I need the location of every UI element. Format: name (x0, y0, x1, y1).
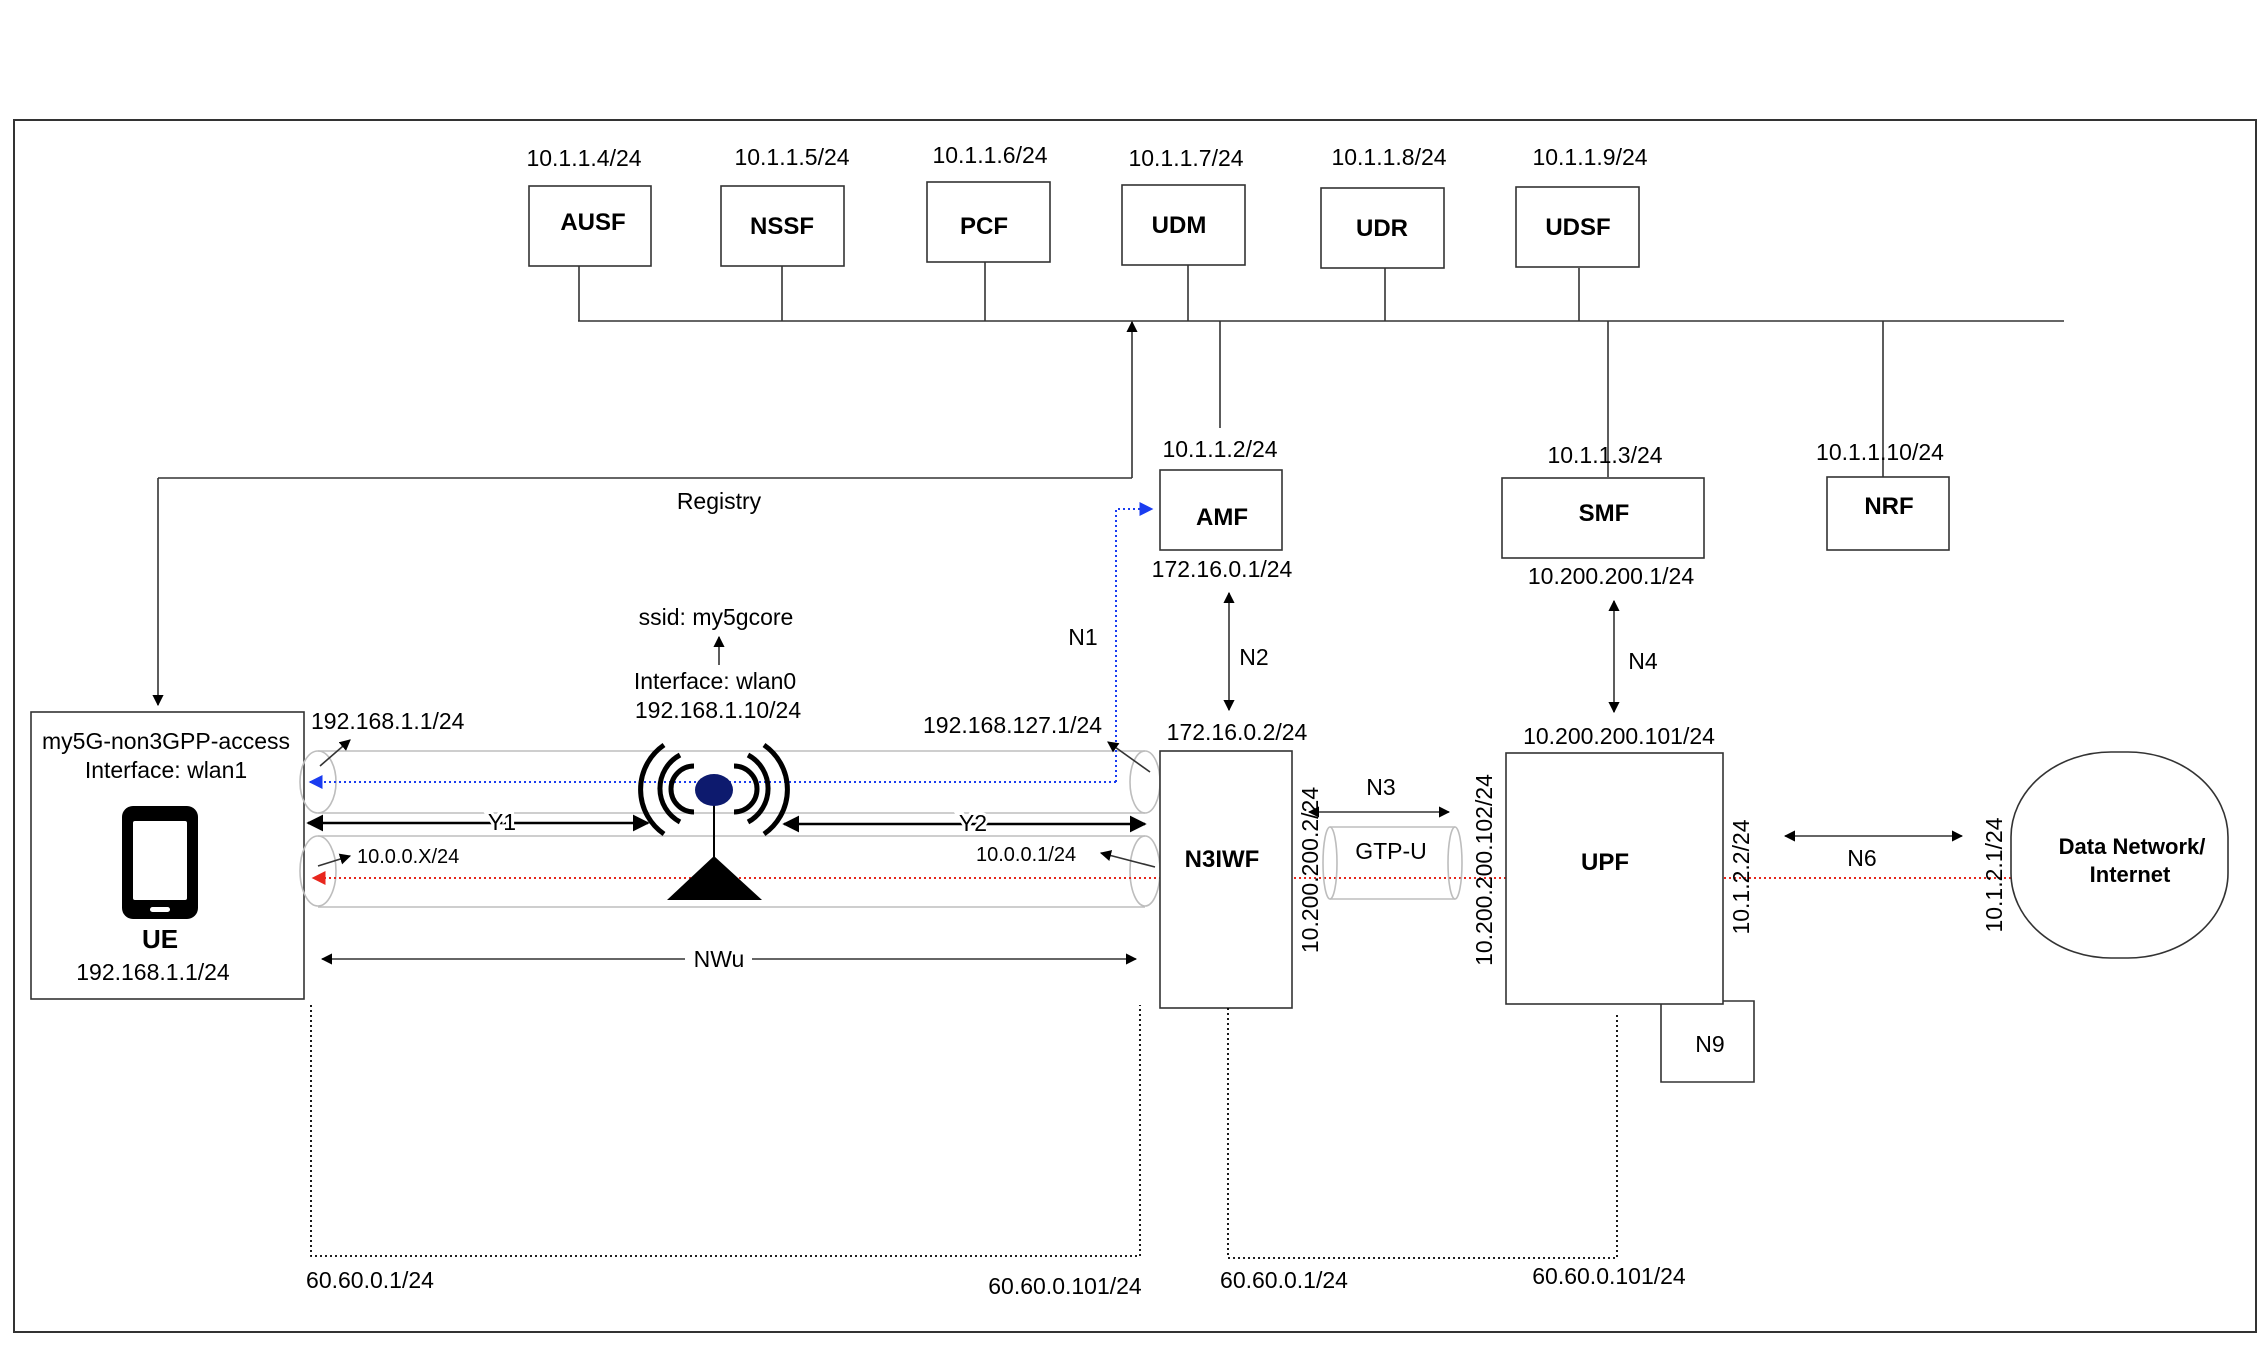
udr-node[interactable]: UDR 10.1.1.8/24 (1320, 144, 1447, 269)
smf-ip-sbi: 10.1.1.3/24 (1547, 442, 1662, 468)
udm-node[interactable]: UDM 10.1.1.7/24 (1121, 145, 1246, 266)
registry-link: Registry (152, 320, 1138, 707)
nssf-ip: 10.1.1.5/24 (734, 144, 849, 170)
tunnel-ue-outer-pointer (319, 739, 351, 767)
data-network-shape (2010, 751, 2229, 959)
ausf-ip: 10.1.1.4/24 (526, 145, 641, 171)
ap-interface: Interface: wlan0 (634, 668, 796, 694)
n9-loop (1660, 1000, 1755, 1083)
mgmt-link-n3iwf-upf (1227, 1008, 1618, 1259)
upf-box (1505, 752, 1724, 1005)
gtpu-tunnel: GTP-U (1322, 826, 1463, 900)
n4-label: N4 (1628, 648, 1658, 674)
data-network-label-line2: Internet (2090, 862, 2171, 887)
pcf-ip: 10.1.1.6/24 (932, 142, 1047, 168)
tunnel-ue-outer-ip: 192.168.1.1/24 (311, 708, 465, 734)
ue-node[interactable]: my5G-non3GPP-access Interface: wlan1 UE … (30, 711, 305, 1000)
mgmt-a-right-ip: 60.60.0.101/24 (988, 1273, 1142, 1299)
data-network-ip: 10.1.2.1/24 (1981, 817, 2007, 932)
ap-ip: 192.168.1.10/24 (635, 697, 801, 723)
y2-label: Y2 (959, 810, 987, 836)
ap-ssid: ssid: my5gcore (639, 604, 794, 630)
pcf-label: PCF (960, 213, 1008, 240)
ue-interface: Interface: wlan1 (85, 757, 247, 783)
ue-label: UE (142, 924, 178, 954)
n3iwf-box (1159, 750, 1293, 1009)
mgmt-b-right-ip: 60.60.0.101/24 (1532, 1263, 1686, 1289)
sbi-bus (578, 262, 2064, 477)
udm-label: UDM (1152, 212, 1207, 239)
udr-box (1320, 187, 1445, 269)
nrf-label: NRF (1864, 493, 1913, 520)
udsf-label: UDSF (1545, 214, 1610, 241)
udm-ip: 10.1.1.7/24 (1128, 145, 1243, 171)
upf-ip-n4: 10.200.200.101/24 (1523, 723, 1715, 749)
mgmt-a-left-ip: 60.60.0.1/24 (306, 1267, 434, 1293)
tunnel-n3iwf-outer-ip: 192.168.127.1/24 (923, 712, 1102, 738)
udsf-ip: 10.1.1.9/24 (1532, 144, 1647, 170)
smf-ip-n4: 10.200.200.1/24 (1528, 563, 1694, 589)
amf-box (1159, 469, 1283, 551)
nrf-box (1826, 476, 1950, 551)
upf-ip-n3: 10.200.200.102/24 (1471, 774, 1497, 966)
data-network-node[interactable]: Data Network/ Internet 10.1.2.1/24 (1981, 751, 2229, 959)
n9-label: N9 (1695, 1031, 1724, 1057)
diagram-frame (13, 119, 2257, 1333)
smartphone-icon (122, 806, 198, 919)
data-network-label-line1: Data Network/ (2059, 834, 2206, 859)
udsf-box (1515, 186, 1640, 268)
amf-label: AMF (1196, 504, 1248, 531)
nwu-label: NWu (694, 946, 745, 972)
n3-label: N3 (1366, 774, 1395, 800)
mgmt-link-ue-n3iwf (310, 1005, 1141, 1257)
n6-label: N6 (1847, 845, 1876, 871)
ausf-box (528, 185, 652, 267)
gtpu-label: GTP-U (1355, 838, 1427, 864)
nrf-node[interactable]: NRF 10.1.1.10/24 (1816, 439, 1950, 551)
y1-label: Y1 (488, 809, 516, 835)
nssf-node[interactable]: NSSF 10.1.1.5/24 (720, 144, 850, 267)
mgmt-b-left-ip: 60.60.0.1/24 (1220, 1267, 1348, 1293)
access-point-icon (638, 742, 790, 900)
pcf-node[interactable]: PCF 10.1.1.6/24 (926, 142, 1051, 263)
ue-ip: 192.168.1.1/24 (76, 959, 230, 985)
smf-node[interactable]: SMF 10.1.1.3/24 10.200.200.1/24 (1501, 442, 1705, 589)
n3iwf-node[interactable]: N3IWF 172.16.0.2/24 10.200.200.2/24 (1159, 719, 1323, 1009)
nssf-label: NSSF (750, 213, 814, 240)
n3iwf-ip-n2: 172.16.0.2/24 (1167, 719, 1308, 745)
upf-ip-n6: 10.1.2.2/24 (1728, 819, 1754, 934)
ue-access-name: my5G-non3GPP-access (42, 728, 290, 754)
upf-node[interactable]: UPF 10.200.200.101/24 10.200.200.102/24 … (1471, 723, 1754, 1005)
smf-box (1501, 477, 1705, 559)
n3iwf-label: N3IWF (1185, 846, 1260, 873)
udm-box (1121, 184, 1246, 266)
tunnel-n3iwf-outer-pointer (1107, 741, 1151, 773)
amf-ip-n2: 172.16.0.1/24 (1152, 556, 1293, 582)
udr-label: UDR (1356, 215, 1408, 242)
amf-ip-sbi: 10.1.1.2/24 (1162, 436, 1277, 462)
n1-signaling-path: N1 (308, 502, 1154, 789)
pcf-box (926, 181, 1051, 263)
tunnel-ue-inner-ip: 10.0.0.X/24 (357, 846, 459, 868)
nssf-box (720, 185, 845, 267)
n2-label: N2 (1239, 644, 1268, 670)
smf-label: SMF (1579, 500, 1630, 527)
tunnel-ue-inner-pointer (317, 853, 352, 867)
registry-label: Registry (677, 488, 762, 514)
tunnel-n3iwf-inner-pointer (1099, 850, 1156, 868)
ausf-node[interactable]: AUSF 10.1.1.4/24 (526, 145, 652, 267)
upf-label: UPF (1581, 849, 1629, 876)
tunnel-n3iwf-inner-ip: 10.0.0.1/24 (976, 844, 1076, 866)
udr-ip: 10.1.1.8/24 (1331, 144, 1446, 170)
udsf-node[interactable]: UDSF 10.1.1.9/24 (1515, 144, 1648, 268)
n1-label: N1 (1068, 624, 1097, 650)
inner-tunnel (299, 835, 1161, 908)
amf-node[interactable]: AMF 10.1.1.2/24 172.16.0.1/24 (1152, 436, 1293, 582)
ausf-label: AUSF (560, 209, 625, 236)
nrf-ip: 10.1.1.10/24 (1816, 439, 1944, 465)
